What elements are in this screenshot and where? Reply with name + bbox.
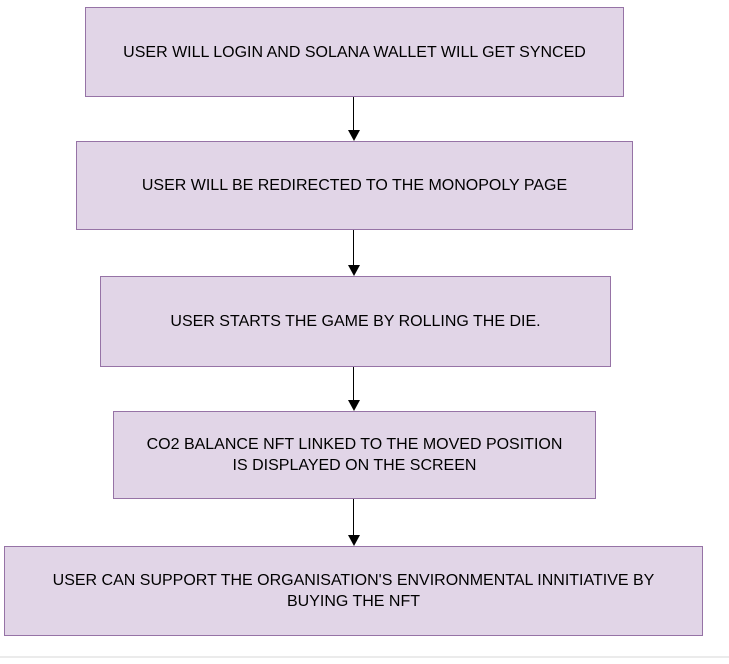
arrow-down-icon (347, 130, 360, 141)
flow-node-buy-nft-support: USER CAN SUPPORT THE ORGANISATION'S ENVI… (4, 546, 703, 636)
flow-node-label: USER WILL BE REDIRECTED TO THE MONOPOLY … (141, 177, 568, 194)
flow-node-co2-nft-display: CO2 BALANCE NFT LINKED TO THE MOVED POSI… (113, 411, 596, 499)
flow-arrow-1-to-2 (347, 97, 360, 141)
flow-node-label: USER STARTS THE GAME BY ROLLING THE DIE. (170, 313, 541, 330)
flow-node-label: CO2 BALANCE NFT LINKED TO THE MOVED POSI… (146, 436, 563, 453)
flow-node-label: IS DISPLAYED ON THE SCREEN (232, 457, 477, 474)
arrow-shaft (352, 230, 355, 265)
arrow-shaft (352, 499, 355, 535)
arrow-shaft (352, 367, 355, 400)
flow-arrow-2-to-3 (347, 230, 360, 276)
flow-arrow-4-to-5 (347, 499, 360, 546)
flow-node-roll-die: USER STARTS THE GAME BY ROLLING THE DIE. (100, 276, 611, 367)
arrow-down-icon (347, 535, 360, 546)
arrow-down-icon (347, 400, 360, 411)
arrow-down-icon (347, 265, 360, 276)
flow-node-label: USER WILL LOGIN AND SOLANA WALLET WILL G… (123, 43, 586, 61)
flow-node-label: BUYING THE NFT (286, 593, 421, 610)
flow-node-redirect-monopoly: USER WILL BE REDIRECTED TO THE MONOPOLY … (76, 141, 633, 230)
arrow-shaft (352, 97, 355, 130)
flow-node-login-sync: USER WILL LOGIN AND SOLANA WALLET WILL G… (85, 7, 624, 97)
flow-arrow-3-to-4 (347, 367, 360, 411)
footer-divider (0, 656, 729, 658)
flow-node-label: USER CAN SUPPORT THE ORGANISATION'S ENVI… (52, 572, 655, 589)
